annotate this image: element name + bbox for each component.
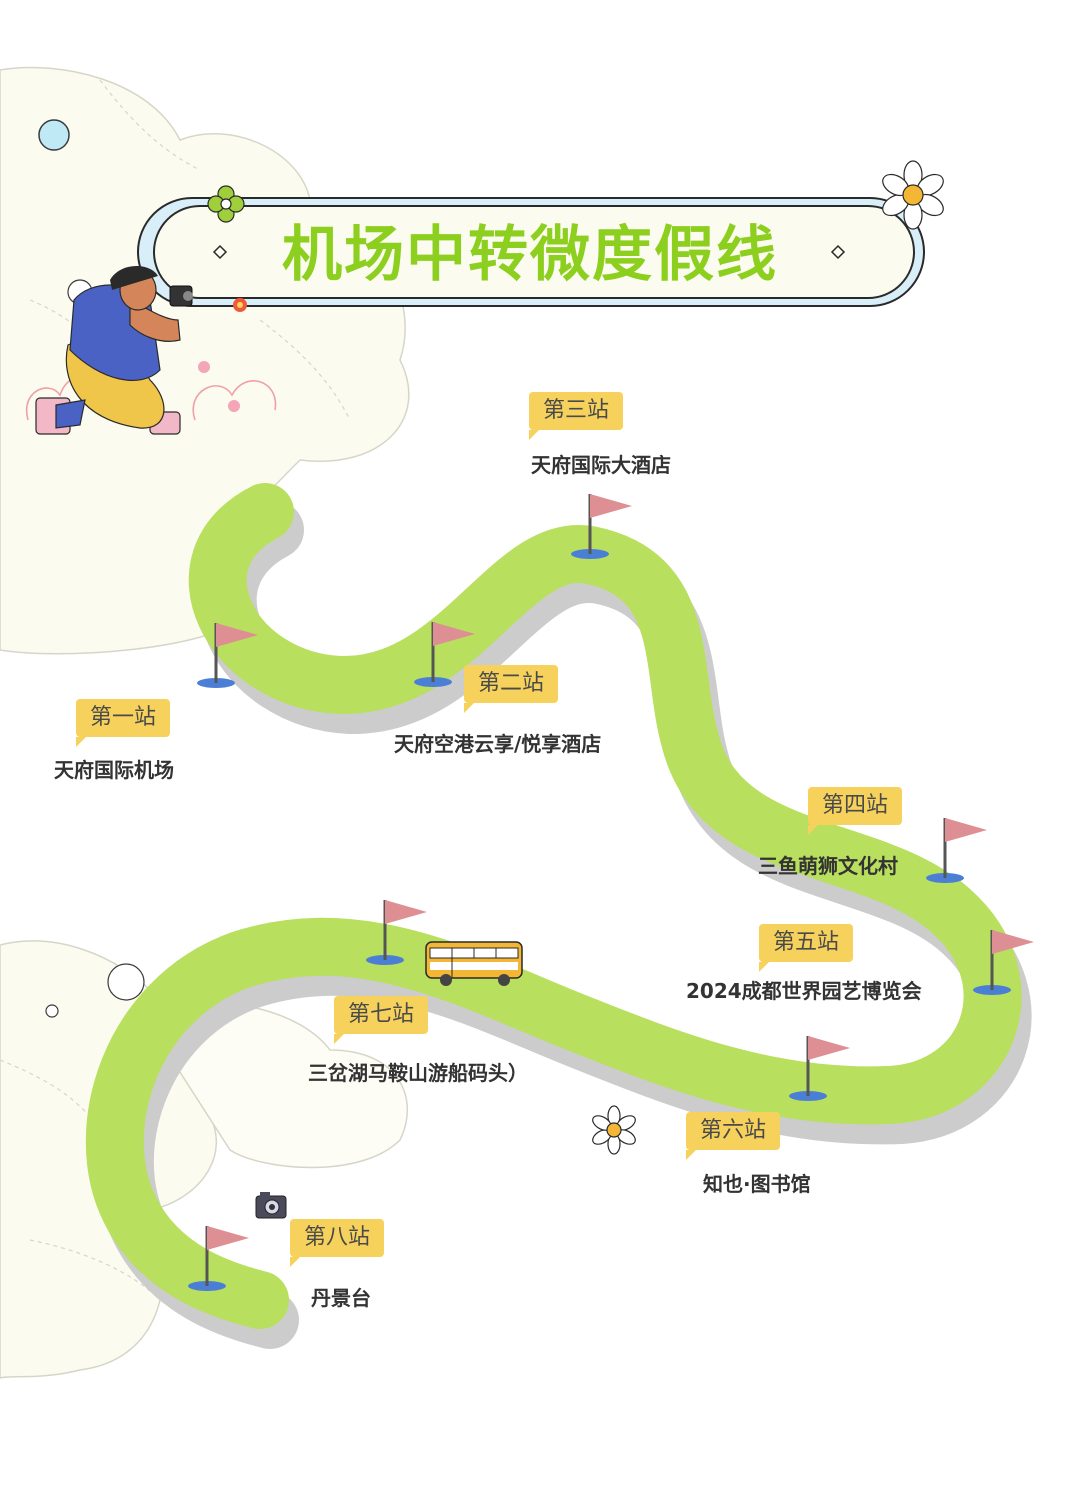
flag-icon: [414, 622, 475, 687]
bubble-icon: [45, 1004, 59, 1018]
bus-icon: [425, 941, 523, 986]
station-2-name: 天府空港云享/悦享酒店: [394, 732, 602, 756]
station-4-tag: 第四站: [808, 787, 903, 835]
flag-icon: [188, 1226, 249, 1291]
daisy-icon: [882, 160, 944, 230]
station-6-name: 知也·图书馆: [703, 1172, 811, 1196]
flag-icon: [789, 1036, 850, 1101]
station-5-name: 2024成都世界园艺博览会: [686, 979, 922, 1003]
bubble-icon: [38, 119, 70, 151]
photographer-illustration: [35, 265, 193, 435]
flag-icon: [571, 494, 632, 559]
page-title: 机场中转微度假线: [282, 220, 778, 290]
flag-icon: [973, 930, 1034, 995]
station-2-tag: 第二站: [464, 665, 559, 713]
camera-icon: [255, 1192, 287, 1219]
daisy-icon: [592, 1105, 636, 1155]
flag-icon: [366, 900, 427, 965]
route-path: [85, 483, 1022, 1329]
station-1-name: 天府国际机场: [54, 758, 174, 782]
station-6-tag: 第六站: [686, 1112, 781, 1160]
flag-icon: [926, 818, 987, 883]
flags: [188, 494, 1034, 1291]
flag-icon: [197, 623, 258, 688]
station-8-name: 丹景台: [311, 1286, 371, 1310]
station-7-name: 三岔湖马鞍山游船码头）: [308, 1061, 528, 1085]
station-5-tag: 第五站: [759, 924, 854, 972]
flower-icon: [198, 298, 247, 412]
bubble-icon: [107, 963, 145, 1001]
clover-icon: [207, 185, 245, 223]
station-3-tag: 第三站: [529, 392, 624, 440]
station-3-name: 天府国际大酒店: [531, 453, 671, 477]
station-7-tag: 第七站: [334, 996, 429, 1044]
station-8-tag: 第八站: [290, 1219, 385, 1267]
station-4-name: 三鱼萌狮文化村: [758, 854, 898, 878]
title-banner: [137, 185, 925, 307]
station-1-tag: 第一站: [76, 699, 171, 747]
